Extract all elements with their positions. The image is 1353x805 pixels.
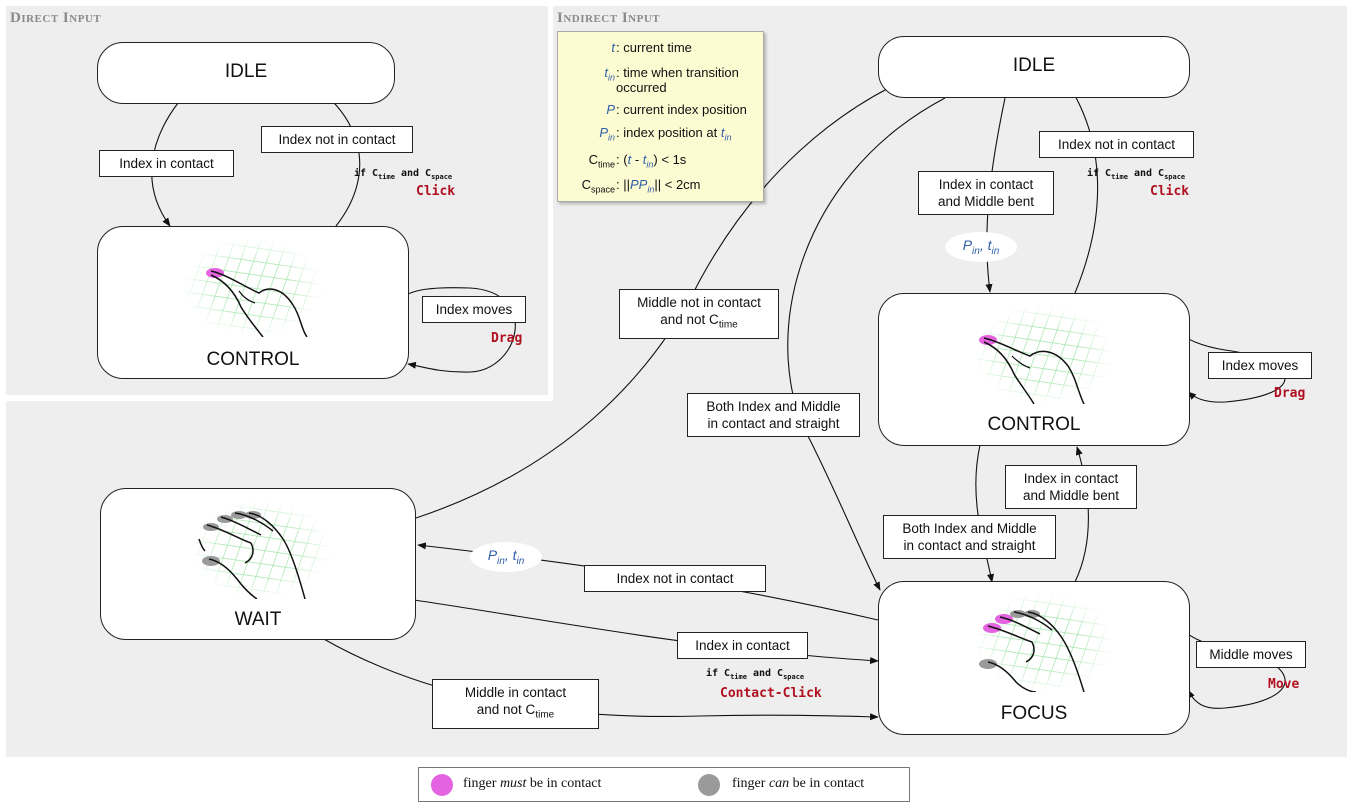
indirect-idle-state: IDLE: [878, 36, 1190, 98]
indirect-control-hand-icon: [974, 304, 1114, 404]
direct-click-action: Click: [416, 184, 456, 199]
indirect-idle-label: IDLE: [1012, 55, 1056, 76]
direct-drag-action: Drag: [491, 331, 523, 346]
indirect-panel-title: Indirect Input: [557, 10, 661, 26]
indirect-control-state: CONTROL: [878, 293, 1190, 446]
label-control-index-moves: Index moves: [1208, 352, 1312, 379]
indirect-wait-label: WAIT: [234, 609, 282, 630]
variable-definitions-note: t : current time tin : time when transit…: [557, 31, 764, 202]
direct-label-index-moves: Index moves: [422, 296, 526, 323]
direct-control-state: CONTROL: [97, 226, 409, 379]
contact-click-action: Contact-Click: [720, 686, 822, 701]
indirect-control-label: CONTROL: [987, 414, 1081, 435]
focus-hand-icon: [974, 592, 1114, 692]
legend-must-text: finger must be in contact: [463, 776, 602, 791]
arrow-wait-to-idle: [415, 79, 906, 519]
indirect-drag-action: Drag: [1274, 386, 1306, 401]
wait-hand-icon: [191, 499, 331, 599]
label-wait-to-focus-index: Index in contact: [677, 632, 808, 659]
can-contact-swatch: [698, 774, 720, 796]
direct-idle-label: IDLE: [224, 61, 268, 82]
arrow-control-to-idle: [1059, 71, 1099, 294]
indirect-focus-state: FOCUS: [878, 581, 1190, 735]
var-pin-tin-wait: Pin, tin: [470, 542, 542, 572]
legend: finger must be in contact finger can be …: [418, 767, 910, 802]
arrow-wait-to-focus-middle: [321, 637, 879, 721]
direct-click-condition: if Ctime and Cspace: [354, 168, 453, 181]
must-contact-swatch: [431, 774, 453, 796]
label-focus-middle-moves: Middle moves: [1196, 641, 1306, 668]
indirect-wait-state: WAIT: [100, 488, 416, 640]
direct-control-label: CONTROL: [206, 349, 300, 370]
direct-label-index-not-in-contact: Index not in contact: [261, 126, 413, 153]
direct-idle-state: IDLE: [97, 42, 395, 104]
indirect-click-condition: if Ctime and Cspace: [1087, 168, 1186, 181]
indirect-click-action: Click: [1150, 184, 1190, 199]
label-focus-to-wait: Index not in contact: [584, 565, 766, 592]
move-action: Move: [1268, 677, 1300, 692]
arrow-idle-to-focus: [787, 97, 946, 591]
contact-click-condition: if Ctime and Cspace: [706, 668, 805, 681]
indirect-focus-label: FOCUS: [1000, 703, 1068, 724]
direct-panel-title: Direct Input: [10, 10, 102, 26]
var-pin-tin-control: Pin, tin: [945, 232, 1017, 262]
arrow-focus-to-control: [1074, 446, 1089, 583]
direct-control-hand-icon: [183, 237, 323, 337]
direct-label-index-in-contact: Index in contact: [99, 150, 234, 177]
label-control-to-idle: Index not in contact: [1039, 131, 1194, 158]
legend-can-text: finger can be in contact: [732, 776, 865, 791]
